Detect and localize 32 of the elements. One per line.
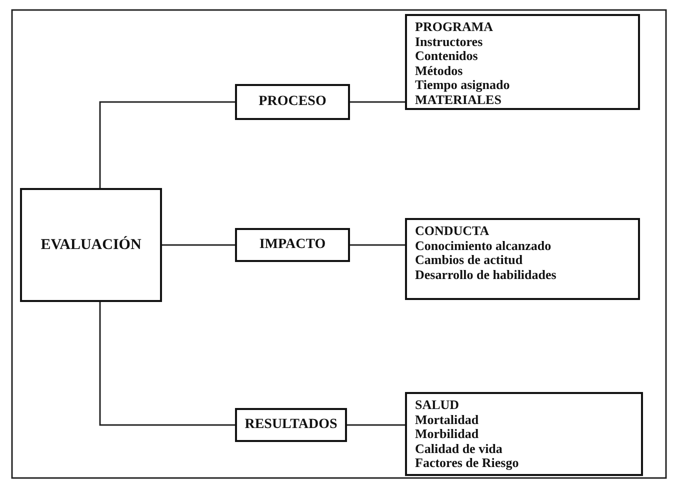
list-item: Morbilidad — [415, 427, 480, 442]
list-item: Instructores — [415, 34, 484, 49]
list-heading: PROGRAMA — [415, 20, 494, 34]
list-item: Métodos — [415, 64, 464, 78]
connector-line — [350, 101, 405, 103]
list-item: MATERIALES — [415, 92, 502, 107]
connector-line — [162, 244, 235, 246]
connector-line — [350, 244, 405, 246]
connector-line — [99, 302, 235, 426]
list-item: Tiempo asignado — [415, 78, 511, 92]
connector-line — [99, 101, 235, 188]
list-item: Conocimiento alcanzado — [415, 238, 552, 253]
category-box — [235, 228, 350, 262]
box-label: RESULTADOS — [244, 417, 338, 433]
list-heading: CONDUCTA — [415, 224, 490, 238]
list-item: Desarrollo de habilidades — [415, 268, 558, 282]
category-box — [235, 408, 347, 442]
box-label: PROCESO — [258, 94, 326, 110]
category-box — [20, 188, 162, 302]
list-heading: SALUD — [415, 398, 460, 412]
list-box — [405, 218, 640, 300]
list-item: Calidad de vida — [415, 442, 504, 456]
list-box — [405, 14, 640, 110]
box-label: EVALUACIÓN — [40, 236, 142, 254]
list-item: Mortalidad — [415, 412, 480, 427]
list-item: Cambios de actitud — [415, 253, 524, 268]
box-label: IMPACTO — [259, 237, 326, 253]
list-item: Factores de Riesgo — [415, 456, 520, 470]
connector-line — [347, 424, 405, 426]
category-box — [235, 84, 350, 120]
list-box — [405, 392, 643, 476]
list-item: Contenidos — [415, 49, 479, 64]
